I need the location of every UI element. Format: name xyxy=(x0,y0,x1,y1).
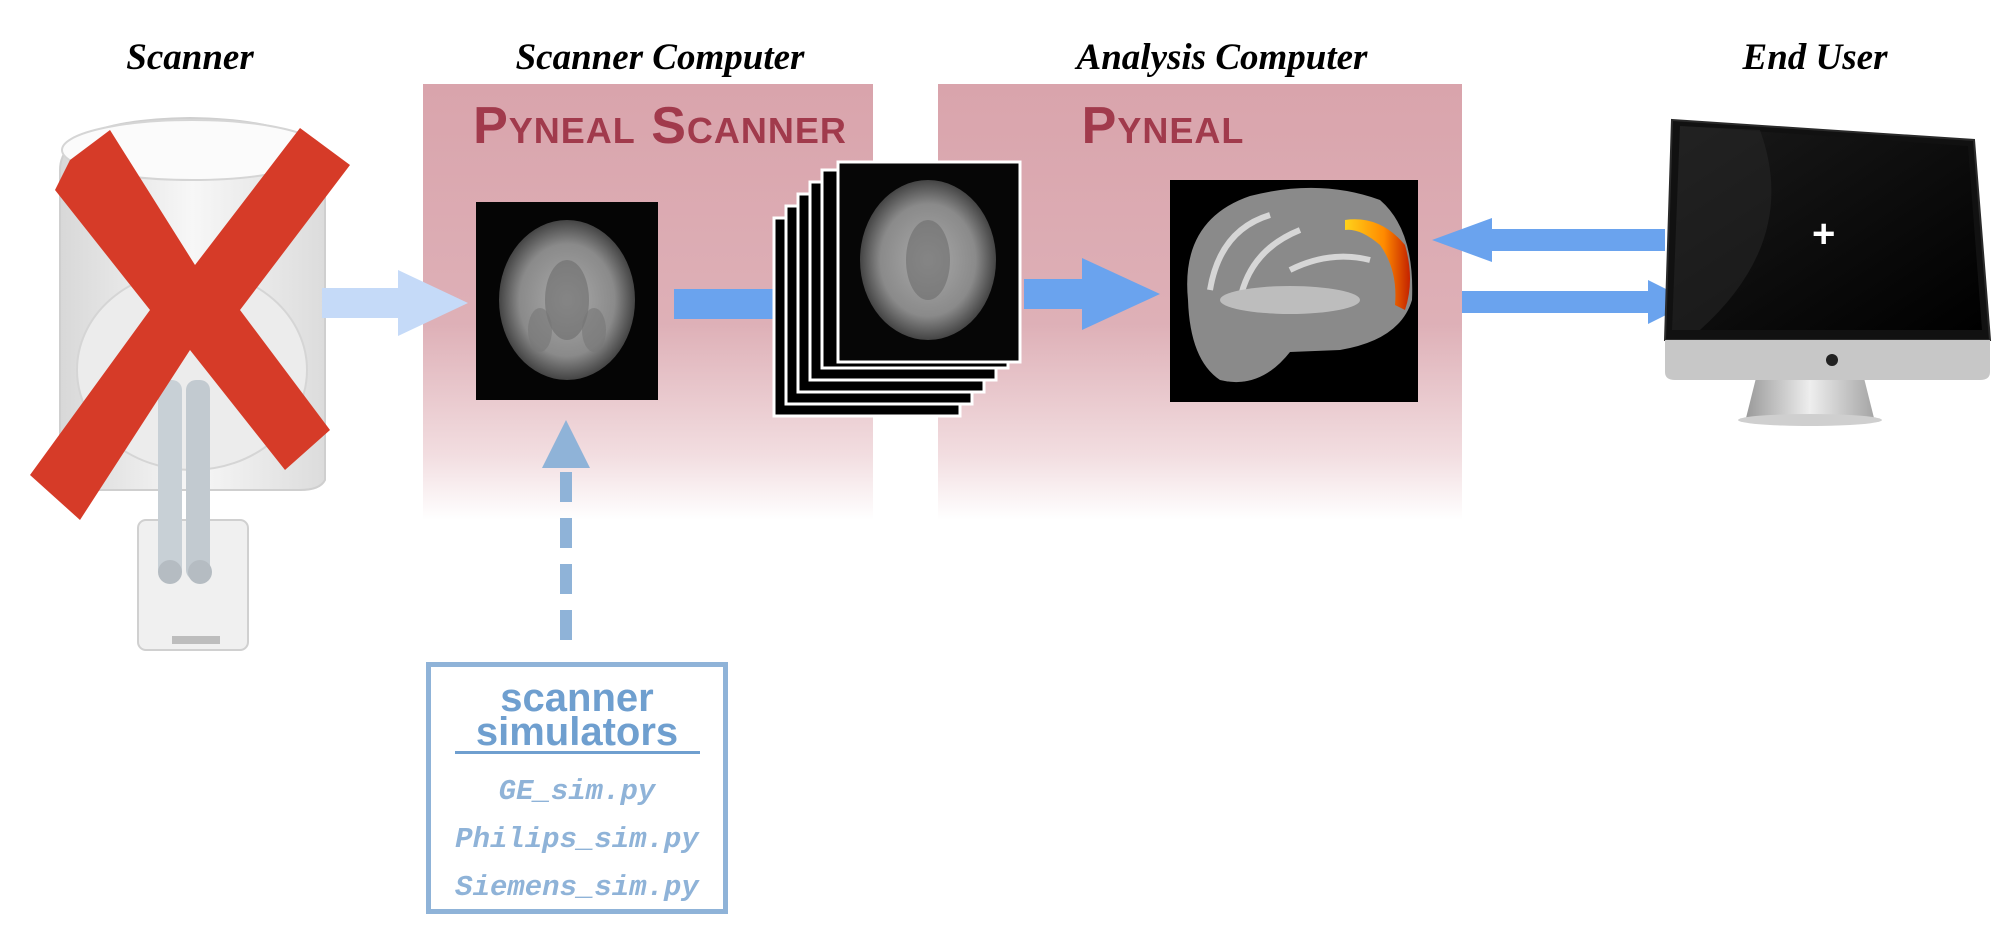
simulator-file-philips[interactable]: Philips_sim.py xyxy=(455,823,699,856)
column-title-scanner-computer: Scanner Computer xyxy=(515,37,805,78)
red-x-icon xyxy=(30,128,350,520)
simulators-title-underline xyxy=(455,751,700,754)
simulators-title-line2: simulators xyxy=(475,710,679,754)
faded-arrow-scanner-to-computer xyxy=(322,270,468,336)
fixation-cross: + xyxy=(1812,212,1836,256)
scanner-simulators-box: scanner simulators GE_sim.py Philips_sim… xyxy=(426,662,728,914)
arrow-analysis-to-user xyxy=(1462,280,1692,324)
brain-slice-icon xyxy=(476,202,658,400)
brain-activation-icon xyxy=(1170,180,1418,402)
brain-stack-icon xyxy=(772,160,1022,418)
arrow-stack-to-analysis xyxy=(1024,258,1160,330)
column-title-scanner: Scanner xyxy=(126,37,254,78)
pyneal-title: Pyneal xyxy=(1081,97,1245,155)
dashed-arrow-simulator-to-slice xyxy=(542,420,590,644)
simulator-file-ge[interactable]: GE_sim.py xyxy=(498,775,656,808)
column-title-analysis-computer: Analysis Computer xyxy=(1076,37,1368,78)
arrow-user-to-analysis xyxy=(1432,218,1665,262)
monitor-icon xyxy=(1663,118,1992,426)
column-title-end-user: End User xyxy=(1742,37,1888,78)
pyneal-scanner-title: Pyneal Scanner xyxy=(473,97,847,155)
simulators-title-line1: scanner xyxy=(500,676,654,720)
simulator-file-siemens[interactable]: Siemens_sim.py xyxy=(455,871,699,904)
